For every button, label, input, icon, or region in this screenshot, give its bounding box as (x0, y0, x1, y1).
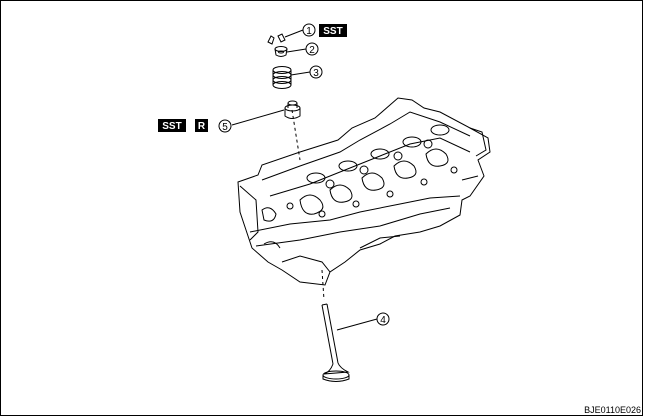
callout-1-number: 1 (306, 26, 312, 37)
sst-tag-1-text: SST (323, 26, 342, 37)
r-tag-5-text: R (198, 121, 206, 132)
valve-seal (284, 100, 301, 119)
callout-2: 2 (305, 42, 319, 56)
sst-tag-5-text: SST (162, 121, 181, 132)
figure-code: BJE0110E026 (584, 405, 641, 415)
callout-3-number: 3 (313, 68, 319, 79)
callout-2-number: 2 (309, 45, 315, 56)
leader-lines (231, 29, 378, 331)
r-tag-5 (195, 119, 208, 132)
valve-keepers (267, 33, 286, 45)
valve-spring (272, 66, 292, 89)
callout-4-number: 4 (380, 315, 386, 326)
callout-5-number: 5 (222, 122, 228, 133)
callout-5: SST R 5 (158, 119, 232, 133)
valve (321, 303, 350, 382)
callout-3: 3 (309, 65, 323, 79)
sst-tag-1 (319, 24, 347, 37)
callout-4: 4 (376, 312, 390, 326)
sst-tag-5 (158, 119, 186, 132)
callout-1: 1 SST (302, 23, 347, 37)
spring-seat (274, 46, 288, 57)
cylinder-head (237, 97, 491, 301)
